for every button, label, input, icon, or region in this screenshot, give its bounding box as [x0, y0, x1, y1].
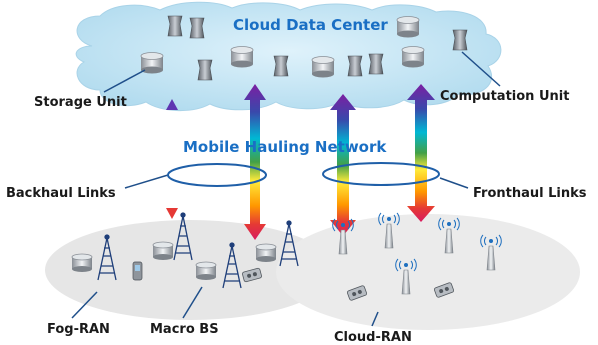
backhaul-links-label: Backhaul Links: [6, 186, 116, 201]
fronthaul-arrow-right: [407, 84, 435, 222]
antenna-tower-icon: [97, 212, 299, 289]
storage-cylinder-icon: [140, 16, 425, 78]
cloud-title: Cloud Data Center: [233, 16, 388, 34]
fronthaul-links-ring: [322, 162, 440, 186]
fog-ran-label: Fog-RAN: [47, 322, 110, 337]
computation-unit-label: Computation Unit: [440, 89, 569, 104]
server-rack-icon: [167, 15, 468, 81]
laptop-icon: [242, 267, 262, 283]
storage-unit-label: Storage Unit: [34, 95, 127, 110]
backhaul-dashed-arrow: [166, 99, 178, 219]
mobile-phone-icon: [132, 261, 143, 281]
backhaul-links-ring: [167, 163, 267, 187]
cloud-ran-label: Cloud-RAN: [334, 330, 412, 345]
backhaul-arrow: [244, 84, 266, 240]
fronthaul-links-label: Fronthaul Links: [473, 186, 587, 201]
cloud-data-center: Cloud Data Center: [75, 1, 502, 112]
laptop-icon: [346, 282, 455, 301]
network-title: Mobile Hauling Network: [183, 138, 387, 156]
ground-areas: [45, 214, 580, 330]
label-pointers-lower: [71, 286, 379, 327]
storage-cylinder-icon: [71, 241, 277, 280]
label-pointers: [103, 51, 501, 189]
macro-bs-label: Macro BS: [150, 322, 219, 337]
rrh-antenna-icon: [332, 212, 502, 295]
